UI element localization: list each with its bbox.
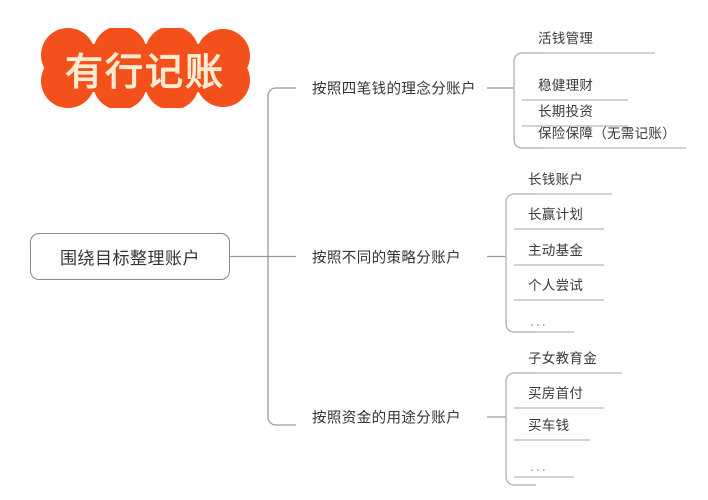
leaf-item[interactable]: 活钱管理 [538,31,594,47]
logo-text: 有行记账 [64,49,225,94]
branch-1-bracket [513,52,544,149]
leaf-item[interactable]: 长钱账户 [528,172,584,188]
branch-1-leaf-underlines [522,52,686,149]
branch-2-bracket [505,193,536,333]
leaf-item[interactable]: 买房首付 [528,386,584,402]
leaf-item[interactable]: 个人尝试 [528,278,584,294]
branch-1-leaf-connectors [487,52,544,149]
leaf-item-ellipsis[interactable]: ... [530,314,548,330]
leaf-item-ellipsis[interactable]: ... [530,459,548,475]
branch-2-leaf-underlines [514,193,612,333]
leaf-item[interactable]: 长赢计划 [528,207,584,223]
leaf-item[interactable]: 长期投资 [538,104,594,120]
branch-label-2[interactable]: 按照不同的策略分账户 [312,250,461,266]
root-node[interactable]: 围绕目标整理账户 [30,233,230,280]
branch-3-leaf-connectors [487,372,536,486]
logo-blob-shape [41,28,250,108]
leaf-item[interactable]: 买车钱 [528,418,570,434]
leaf-item[interactable]: 保险保障（无需记账） [538,126,676,142]
leaf-item[interactable]: 主动基金 [528,243,584,259]
branch-2-leaf-connectors [487,193,536,333]
branch-label-1[interactable]: 按照四笔钱的理念分账户 [312,81,476,98]
leaf-item[interactable]: 稳健理财 [538,78,594,94]
leaf-item[interactable]: 子女教育金 [528,351,597,367]
root-node-label: 围绕目标整理账户 [60,249,200,269]
root-branch-connectors [230,87,296,426]
branch-label-3[interactable]: 按照资金的用途分账户 [312,410,461,427]
app-logo[interactable]: 有行记账 [36,28,254,108]
branch-3-leaf-underlines [514,372,622,478]
branch-3-bracket [505,372,536,486]
